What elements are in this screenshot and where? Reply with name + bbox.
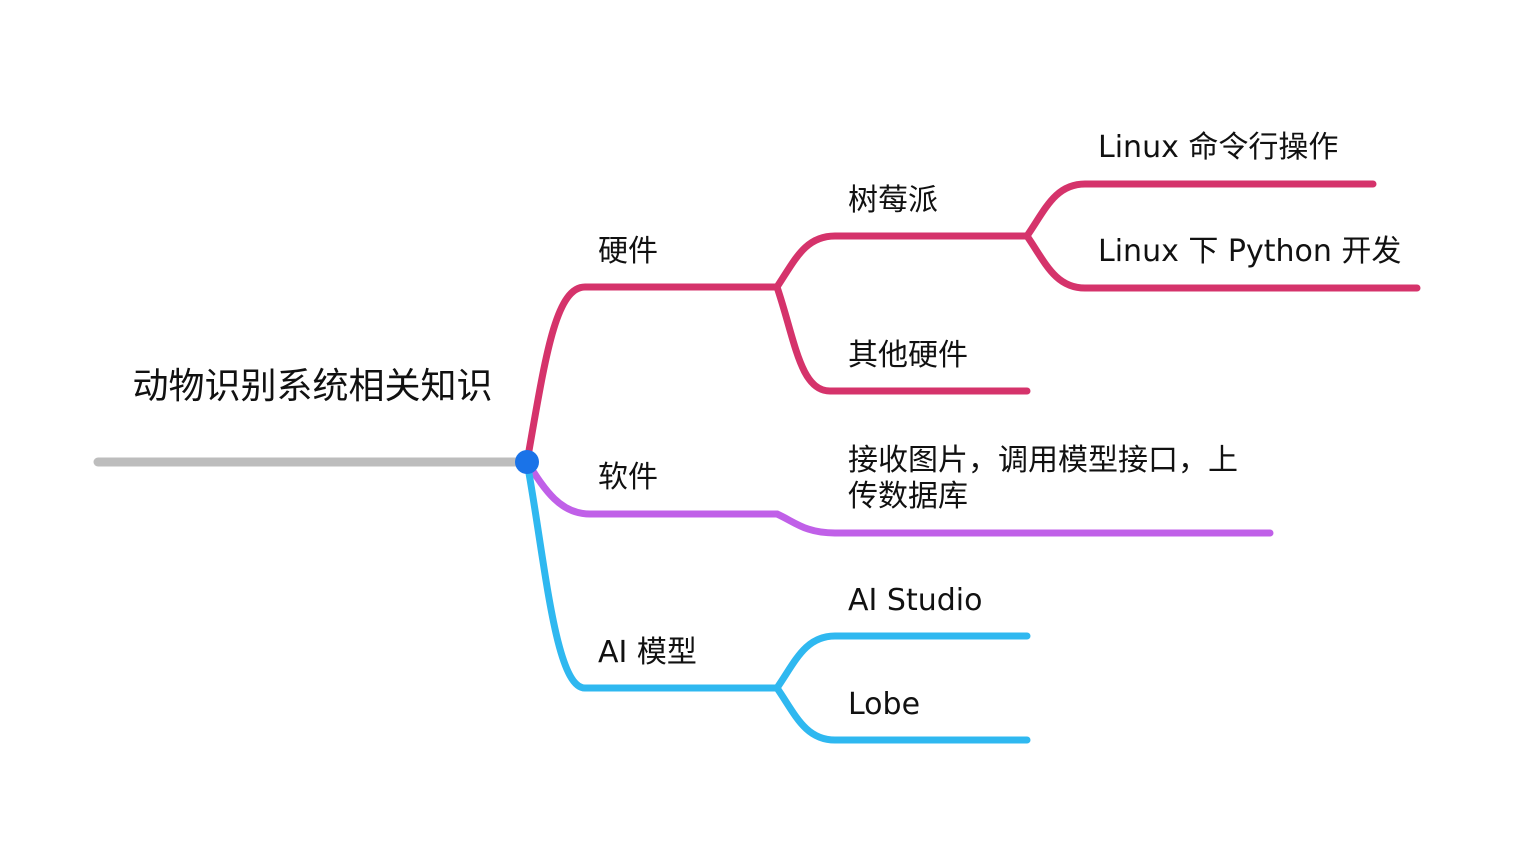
topic-ai-studio[interactable]: AI Studio [848,583,983,618]
topic-linux-python[interactable]: Linux 下 Python 开发 [1098,234,1402,269]
root-node-dot[interactable] [515,450,539,474]
other-hardware-connector [773,283,1031,395]
ai-model-connector [523,458,781,692]
hardware-connector [523,283,781,466]
topic-software[interactable]: 软件 [598,460,658,495]
ai-studio-connector [773,632,1031,692]
root-topic-title[interactable]: 动物识别系统相关知识 [132,366,493,407]
linux-cli-connector [1023,180,1377,240]
topic-linux-cli[interactable]: Linux 命令行操作 [1098,130,1339,165]
linux-python-connector [1023,232,1421,292]
raspberry-pi-connector [773,232,1031,291]
topic-raspberry-pi[interactable]: 树莓派 [848,183,938,218]
topic-lobe[interactable]: Lobe [848,687,921,722]
topic-other-hardware[interactable]: 其他硬件 [848,338,968,373]
pipeline-connector [773,510,1274,537]
topic-pipeline[interactable]: 接收图片，调用模型接口，上传数据库 [848,443,1238,514]
topic-hardware[interactable]: 硬件 [598,234,658,269]
topic-ai-model[interactable]: AI 模型 [598,635,697,670]
lobe-connector [773,684,1031,744]
